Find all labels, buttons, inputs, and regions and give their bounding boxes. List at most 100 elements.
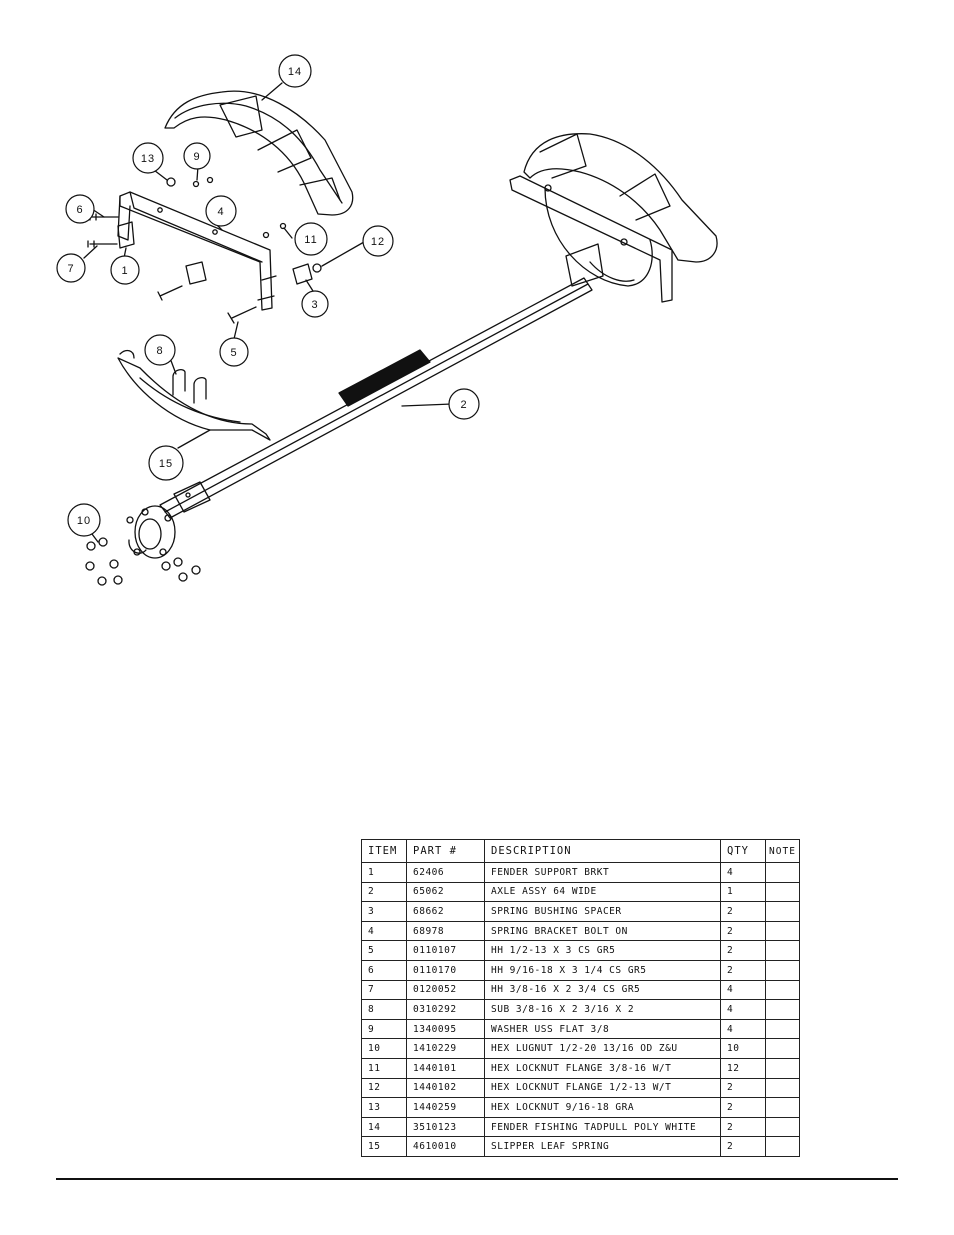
header-description: DESCRIPTION (484, 839, 721, 863)
cell-item: 11 (361, 1057, 407, 1079)
cell-note (765, 881, 800, 903)
cell-item: 9 (361, 1018, 407, 1040)
left-bracket (117, 191, 277, 311)
cell-qty: 2 (720, 940, 766, 961)
cell-part: 0310292 (406, 999, 485, 1020)
cell-description: SPRING BRACKET BOLT ON (484, 920, 721, 942)
callout-5 (219, 337, 249, 367)
leaf-spring (117, 349, 271, 441)
cell-description: SUB 3/8-16 X 2 3/16 X 2 (484, 999, 721, 1020)
callout-7 (56, 253, 86, 283)
cell-qty: 2 (720, 901, 766, 922)
cell-qty: 2 (720, 959, 766, 981)
small-plate (117, 221, 135, 249)
callout-label-13: 13 (141, 153, 155, 165)
cell-description: HEX LOCKNUT FLANGE 3/8-16 W/T (484, 1057, 721, 1079)
header-item: ITEM (361, 839, 407, 863)
cell-qty: 12 (720, 1057, 766, 1079)
cell-part: 1440102 (406, 1077, 485, 1099)
cell-item: 10 (361, 1038, 407, 1059)
cell-description: HEX LOCKNUT 9/16-18 GRA (484, 1097, 721, 1118)
cell-note (765, 1038, 800, 1059)
cell-note (765, 1077, 800, 1099)
cell-note (765, 999, 800, 1020)
cell-item: 13 (361, 1097, 407, 1118)
callout-label-9: 9 (193, 151, 200, 163)
cell-description: FENDER SUPPORT BRKT (484, 862, 721, 883)
wheel-hub (126, 505, 176, 559)
cell-part: 68662 (406, 901, 485, 922)
cell-part: 3510123 (406, 1116, 485, 1138)
cell-qty: 2 (720, 920, 766, 942)
cell-qty: 2 (720, 1136, 766, 1157)
cell-description: FENDER FISHING TADPULL POLY WHITE (484, 1116, 721, 1138)
callout-14 (278, 54, 312, 88)
cell-qty: 4 (720, 999, 766, 1020)
callout-label-7: 7 (67, 263, 74, 275)
cell-item: 5 (361, 940, 407, 961)
cell-description: HEX LOCKNUT FLANGE 1/2-13 W/T (484, 1077, 721, 1099)
cell-note (765, 959, 800, 981)
cell-item: 6 (361, 959, 407, 981)
cell-description: HH 1/2-13 X 3 CS GR5 (484, 940, 721, 961)
cell-item: 14 (361, 1116, 407, 1138)
cell-item: 15 (361, 1136, 407, 1157)
header-qty: QTY (720, 839, 766, 863)
callout-3 (301, 290, 329, 318)
cell-description: SPRING BUSHING SPACER (484, 901, 721, 922)
cell-description: AXLE ASSY 64 WIDE (484, 881, 721, 903)
callout-6 (65, 194, 95, 224)
table-header-row: ITEM PART # DESCRIPTION QTY NOTE (361, 839, 800, 863)
cell-item: 3 (361, 901, 407, 922)
cell-part: 62406 (406, 862, 485, 883)
cell-part: 1410229 (406, 1038, 485, 1059)
callout-label-3: 3 (311, 299, 318, 311)
cell-qty: 1 (720, 881, 766, 903)
cell-description: HH 3/8-16 X 2 3/4 CS GR5 (484, 979, 721, 1001)
cell-item: 4 (361, 920, 407, 942)
callout-label-15: 15 (159, 458, 173, 470)
cell-part: 65062 (406, 881, 485, 903)
callout-10 (67, 503, 101, 537)
cell-note (765, 940, 800, 961)
cell-qty: 4 (720, 1018, 766, 1040)
cell-part: 0110107 (406, 940, 485, 961)
cell-part: 4610010 (406, 1136, 485, 1157)
callout-label-8: 8 (156, 345, 163, 357)
callout-label-12: 12 (371, 236, 385, 248)
callout-label-1: 1 (121, 265, 128, 277)
cell-note (765, 1018, 800, 1040)
cell-part: 0110170 (406, 959, 485, 981)
cell-qty: 2 (720, 1077, 766, 1099)
cell-note (765, 1116, 800, 1138)
callout-1 (110, 255, 140, 285)
callout-2 (448, 388, 480, 420)
cell-qty: 4 (720, 862, 766, 883)
cell-item: 1 (361, 862, 407, 883)
callout-15 (148, 445, 184, 481)
cell-note (765, 979, 800, 1001)
callout-8 (144, 334, 176, 366)
callout-label-10: 10 (77, 515, 91, 527)
callout-11 (294, 222, 328, 256)
cell-qty: 10 (720, 1038, 766, 1059)
cell-item: 2 (361, 881, 407, 903)
header-note: NOTE (765, 839, 800, 863)
callout-label-2: 2 (460, 399, 467, 411)
cell-item: 7 (361, 979, 407, 1001)
footer-rule (56, 1178, 898, 1180)
cell-note (765, 862, 800, 883)
cell-note (765, 901, 800, 922)
cell-qty: 2 (720, 1116, 766, 1138)
